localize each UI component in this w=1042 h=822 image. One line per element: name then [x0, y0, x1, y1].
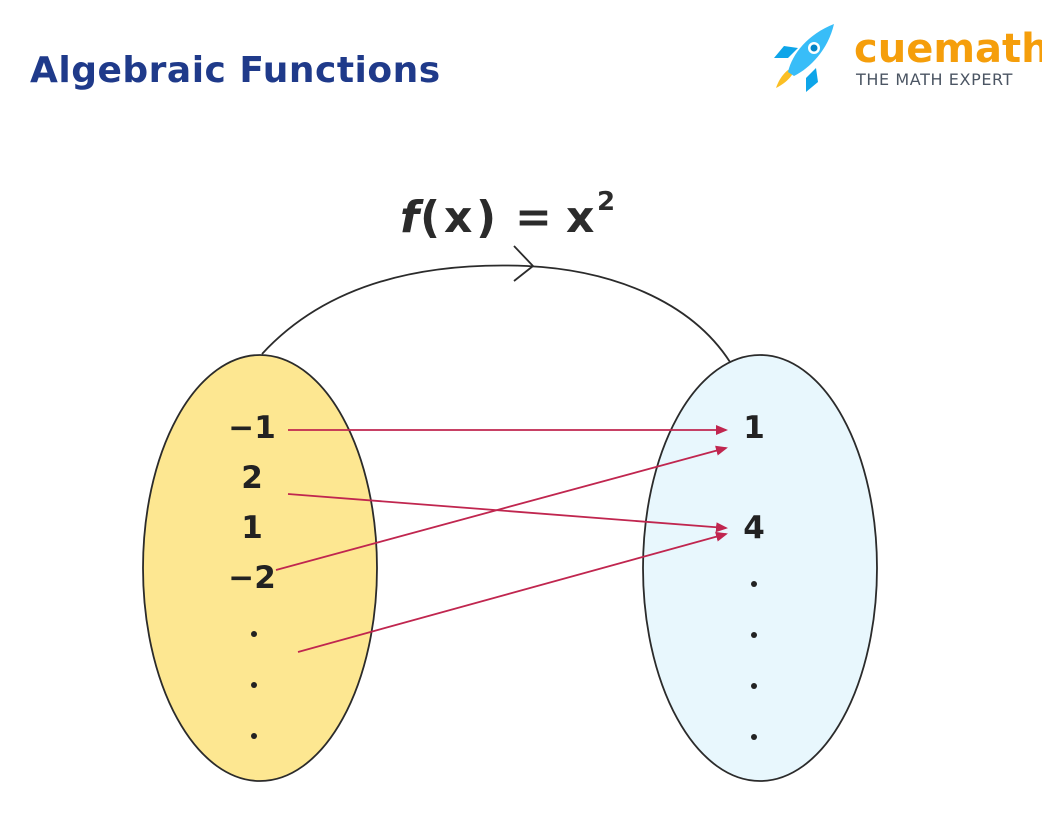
ellipsis-dot: [251, 733, 257, 739]
domain-values: −1 2 1 −2: [228, 410, 276, 596]
ellipsis-dot: [751, 632, 757, 638]
ellipsis-dot: [751, 683, 757, 689]
close-paren: ): [476, 192, 496, 243]
domain-value: −2: [228, 560, 276, 596]
codomain-set: [642, 354, 878, 782]
mapping-curve: [261, 264, 731, 363]
ellipsis-dot: [751, 734, 757, 740]
codomain-values: 1 4: [743, 410, 765, 546]
ellipsis-dot: [751, 581, 757, 587]
equals-sign: =: [515, 192, 552, 243]
brand-name: cuemath: [854, 26, 1042, 72]
domain-value: 1: [241, 510, 263, 546]
open-paren: (: [420, 192, 440, 243]
curve-arrowhead: [513, 245, 534, 282]
mapping-arrows: [275, 425, 728, 653]
domain-set: [142, 354, 378, 782]
mapping-arrow: [287, 493, 728, 533]
function-variable: x: [444, 192, 472, 243]
codomain-ellipsis: [751, 581, 757, 740]
domain-value: −1: [228, 410, 276, 446]
mapping-arrow: [275, 445, 728, 571]
function-exponent: 2: [597, 187, 615, 217]
function-base: x: [566, 192, 594, 243]
domain-value: 2: [241, 460, 263, 496]
page-title: Algebraic Functions: [30, 50, 441, 91]
rocket-icon: [774, 24, 834, 92]
codomain-value: 1: [743, 410, 765, 446]
brand-tagline: THE MATH EXPERT: [856, 70, 1013, 89]
mapping-arrow: [297, 531, 728, 653]
function-formula: f ( x ) = x 2: [400, 187, 615, 243]
ellipsis-dot: [251, 682, 257, 688]
brand-logo: cuemath THE MATH EXPERT: [766, 18, 1042, 98]
codomain-value: 4: [743, 510, 765, 546]
ellipsis-dot: [251, 631, 257, 637]
domain-ellipsis: [251, 631, 257, 739]
